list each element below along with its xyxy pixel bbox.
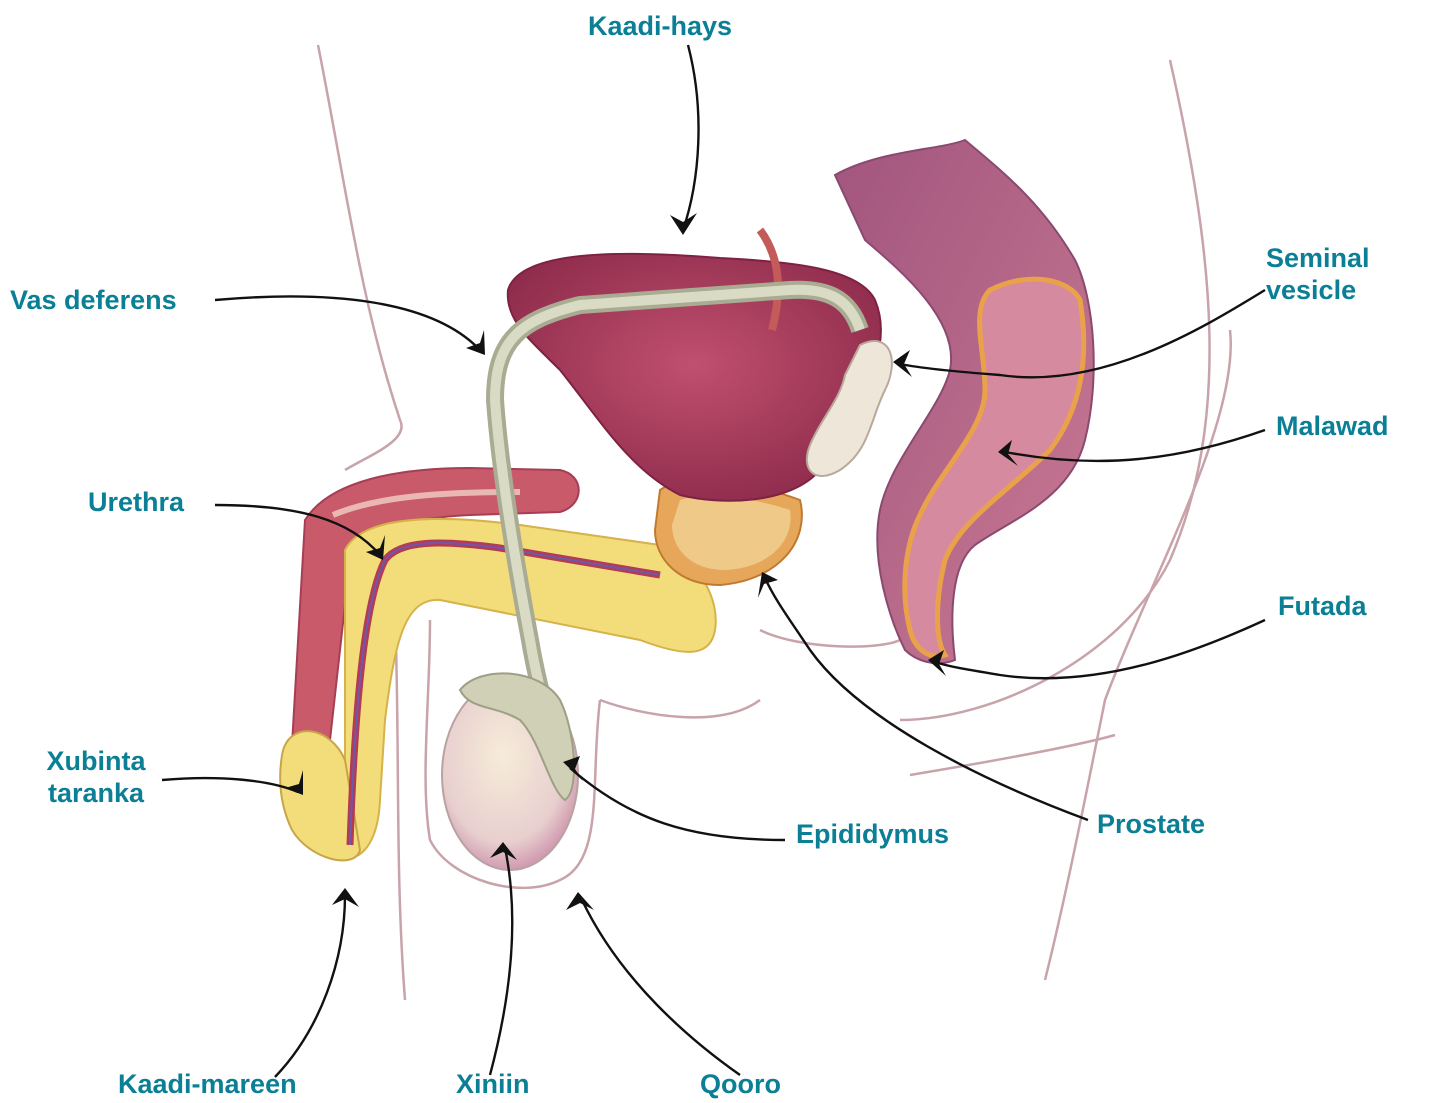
label-urethra: Urethra <box>88 486 184 518</box>
label-futada: Futada <box>1278 590 1367 622</box>
label-xubinta-taranka: Xubinta taranka <box>26 745 166 809</box>
label-seminal-vesicle: Seminal vesicle <box>1266 242 1426 306</box>
label-seminal-vesicle-line2: vesicle <box>1266 274 1426 306</box>
label-kaadi-hays: Kaadi-hays <box>588 10 732 42</box>
label-epididymus: Epididymus <box>796 818 949 850</box>
label-xubinta-line1: Xubinta <box>26 745 166 777</box>
testis-organ <box>442 673 578 870</box>
label-xubinta-line2: taranka <box>26 777 166 809</box>
label-kaadi-mareen: Kaadi-mareen <box>118 1068 297 1100</box>
label-seminal-vesicle-line1: Seminal <box>1266 242 1426 274</box>
label-malawad: Malawad <box>1276 410 1389 442</box>
label-prostate: Prostate <box>1097 808 1205 840</box>
label-xiniin: Xiniin <box>456 1068 530 1100</box>
label-qooro: Qooro <box>700 1068 781 1100</box>
label-vas-deferens: Vas deferens <box>10 284 177 316</box>
